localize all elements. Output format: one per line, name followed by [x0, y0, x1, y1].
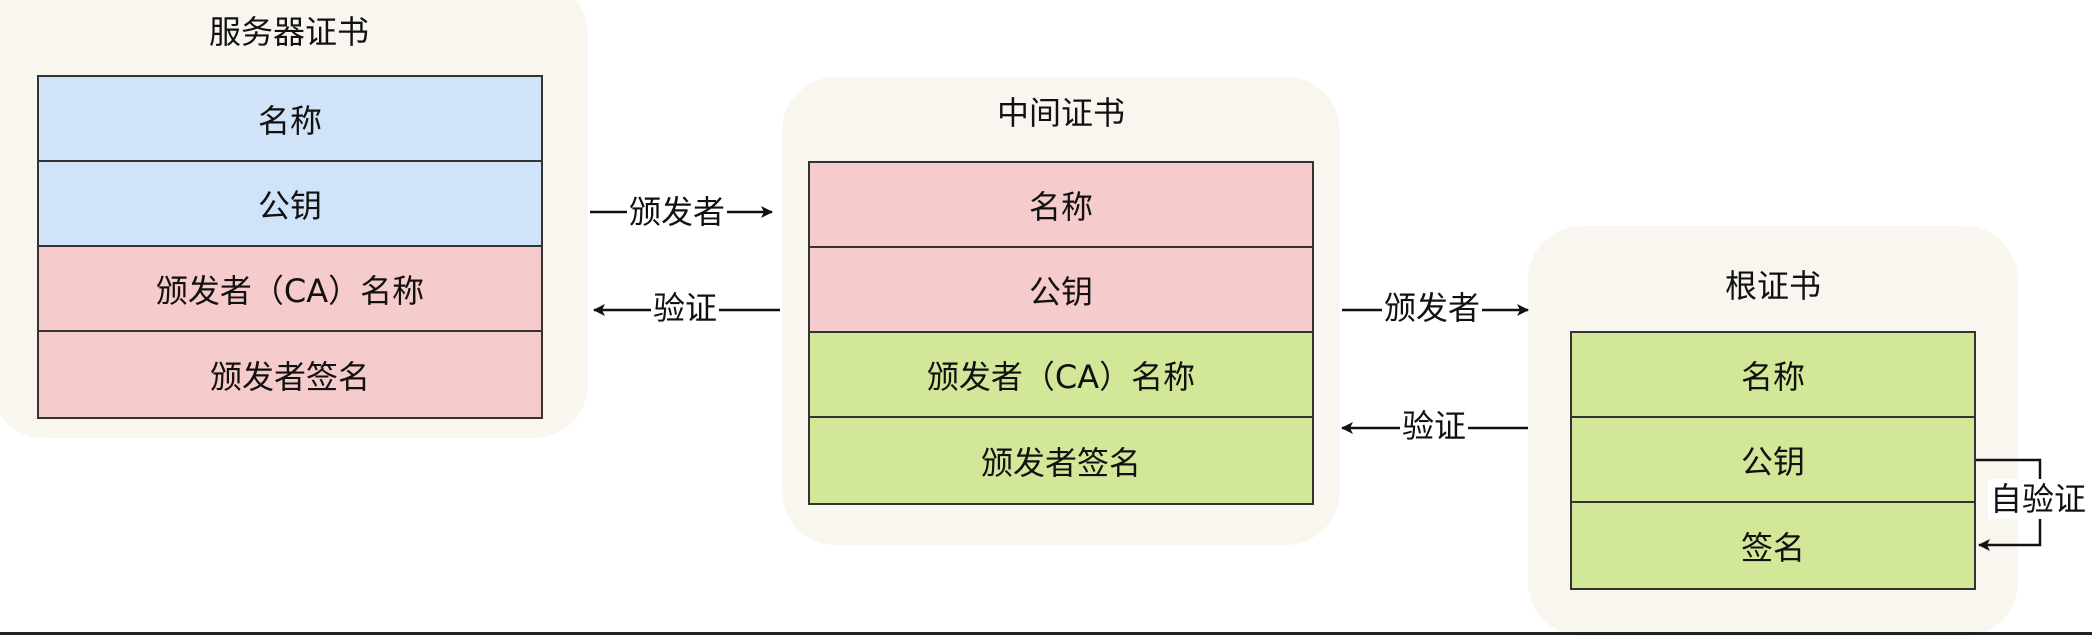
server-cert-fields: 名称 公钥 颁发者（CA）名称 颁发者签名 [37, 75, 543, 419]
intermediate-cert-public-key-field: 公钥 [810, 248, 1312, 333]
verify-label-2: 验证 [1400, 406, 1469, 446]
issuer-label-1: 颁发者 [627, 192, 728, 232]
intermediate-cert-name-field: 名称 [810, 163, 1312, 248]
root-cert-title: 根证书 [1724, 267, 1821, 305]
root-cert-panel: 根证书 名称 公钥 签名 [1528, 226, 2018, 636]
bottom-divider [0, 632, 2092, 635]
intermediate-cert-issuer-name-field: 颁发者（CA）名称 [810, 333, 1312, 418]
intermediate-cert-fields: 名称 公钥 颁发者（CA）名称 颁发者签名 [808, 161, 1314, 505]
root-cert-name-field: 名称 [1572, 333, 1974, 418]
server-cert-issuer-name-field: 颁发者（CA）名称 [39, 247, 541, 332]
server-cert-title: 服务器证书 [208, 13, 369, 51]
root-cert-fields: 名称 公钥 签名 [1570, 331, 1976, 590]
server-cert-name-field: 名称 [39, 77, 541, 162]
intermediate-cert-panel: 中间证书 名称 公钥 颁发者（CA）名称 颁发者签名 [782, 77, 1340, 545]
intermediate-cert-issuer-signature-field: 颁发者签名 [810, 418, 1312, 503]
root-cert-public-key-field: 公钥 [1572, 418, 1974, 503]
server-cert-panel: 服务器证书 名称 公钥 颁发者（CA）名称 颁发者签名 [0, 0, 588, 438]
issuer-label-2: 颁发者 [1382, 288, 1483, 328]
server-cert-public-key-field: 公钥 [39, 162, 541, 247]
self-verify-label: 自验证 [1988, 479, 2089, 519]
server-cert-issuer-signature-field: 颁发者签名 [39, 332, 541, 417]
root-cert-signature-field: 签名 [1572, 503, 1974, 588]
verify-label-1: 验证 [651, 288, 720, 328]
intermediate-cert-title: 中间证书 [996, 94, 1125, 132]
